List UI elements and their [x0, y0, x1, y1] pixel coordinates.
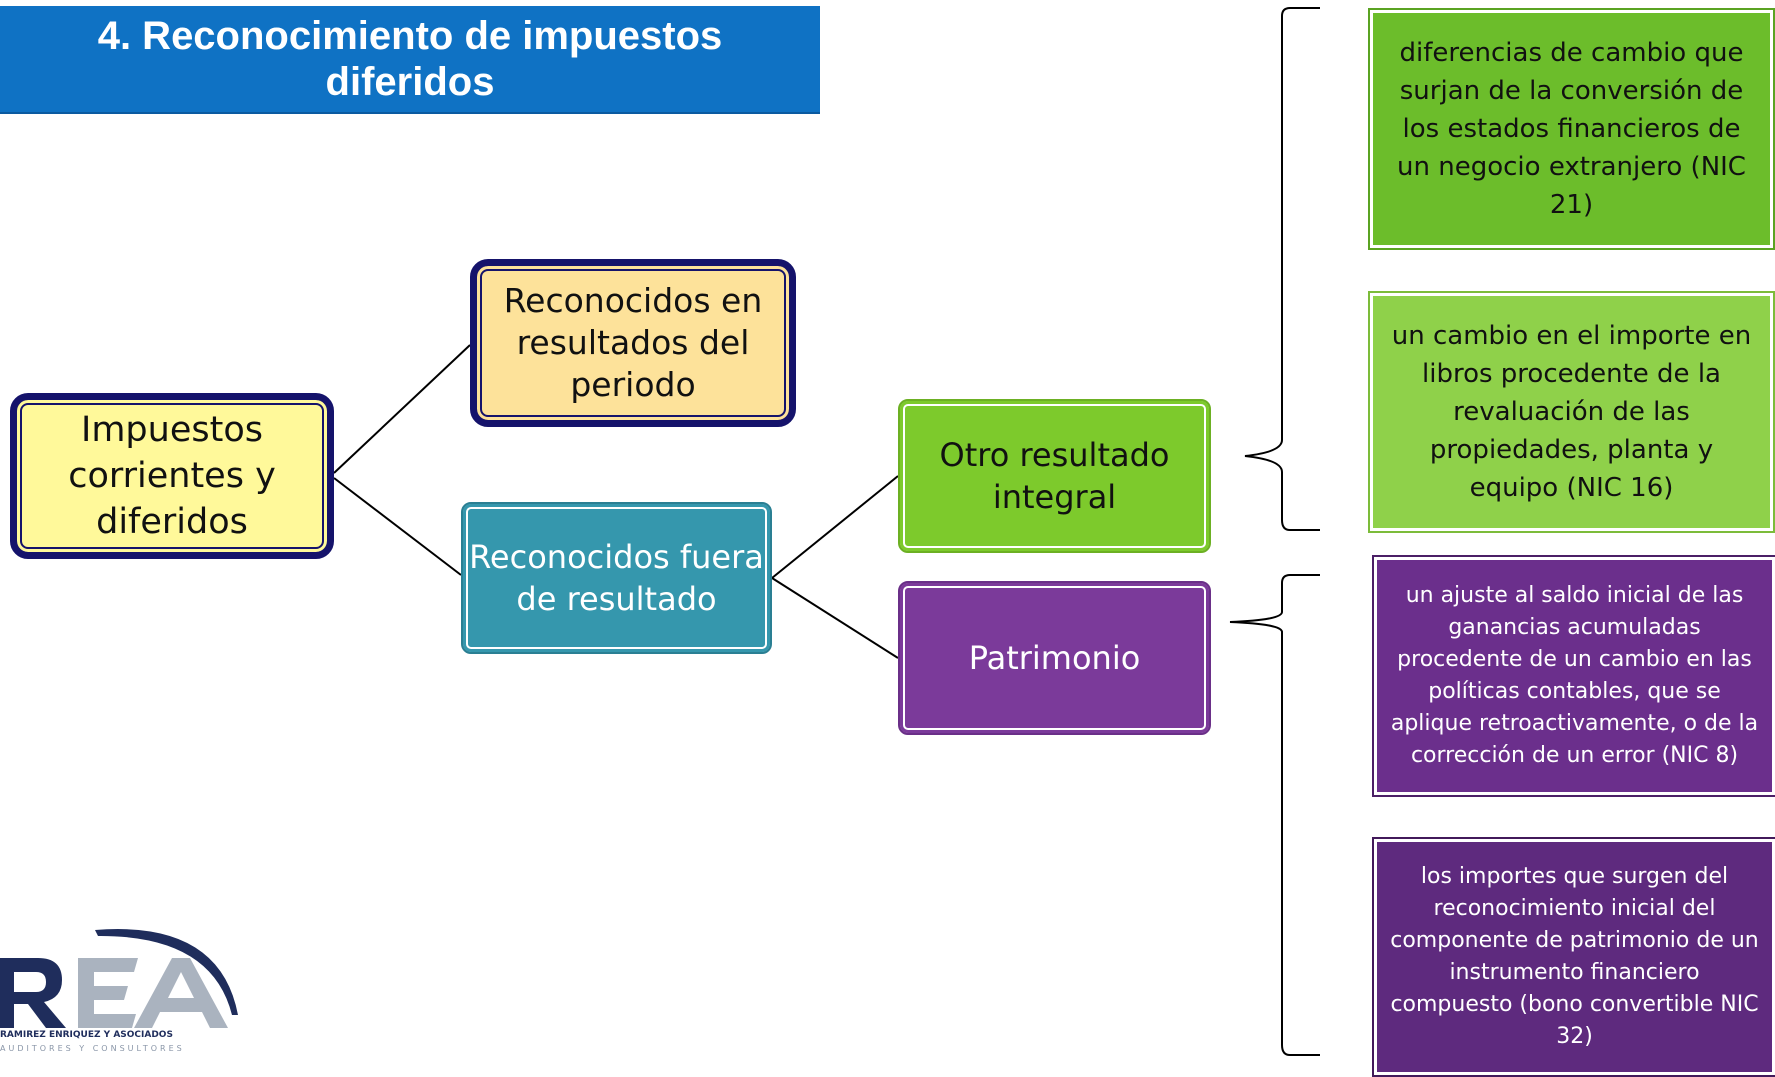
- node-equity: Patrimonio: [898, 581, 1211, 735]
- detail-equity-retained-earnings-adjustment: un ajuste al saldo inicial de las gananc…: [1372, 555, 1775, 797]
- logo-letter-a: [134, 958, 228, 1028]
- node-taxes-current-deferred: Impuestos corrientes y diferidos: [10, 393, 334, 559]
- detail-equity-compound-instrument: los importes que surgen del reconocimien…: [1372, 837, 1775, 1077]
- page-title-text: 4. Reconocimiento de impuestos diferidos: [97, 14, 723, 104]
- node-taxes-current-deferred-label: Impuestos corrientes y diferidos: [68, 410, 276, 542]
- logo-tagline: RAMÍREZ ENRÍQUEZ Y ASOCIADOS: [0, 1030, 173, 1040]
- logo-letter-r: [0, 958, 66, 1028]
- node-other-comprehensive-income-label: Otro resultado integral: [939, 436, 1170, 516]
- brace-equity: [1229, 574, 1320, 1056]
- node-equity-label: Patrimonio: [968, 639, 1141, 677]
- connector-root-to-outside: [333, 477, 462, 576]
- logo-letter-e: [78, 958, 138, 1028]
- detail-oci-revaluation: un cambio en el importe en libros proced…: [1368, 291, 1775, 533]
- connector-outside-to-equity: [771, 577, 899, 659]
- connector-outside-to-oci: [771, 475, 899, 579]
- detail-equity-retained-earnings-adjustment-text: un ajuste al saldo inicial de las gananc…: [1390, 583, 1759, 768]
- node-recognized-outside-results-label: Reconocidos fuera de resultado: [469, 538, 764, 618]
- detail-oci-exchange-differences-text: diferencias de cambio que surjan de la c…: [1397, 38, 1746, 220]
- detail-equity-compound-instrument-text: los importes que surgen del reconocimien…: [1390, 864, 1759, 1049]
- node-recognized-in-results-label: Reconocidos en resultados del periodo: [503, 281, 763, 404]
- detail-oci-revaluation-text: un cambio en el importe en libros proced…: [1391, 321, 1752, 503]
- brace-oci: [1244, 7, 1320, 531]
- node-recognized-in-results: Reconocidos en resultados del periodo: [470, 259, 796, 427]
- connector-root-to-results: [333, 344, 471, 474]
- logo-subtagline: AUDITORES Y CONSULTORES: [0, 1044, 185, 1053]
- node-other-comprehensive-income: Otro resultado integral: [898, 399, 1211, 553]
- node-recognized-outside-results: Reconocidos fuera de resultado: [461, 502, 772, 654]
- rea-logo: [0, 929, 238, 1028]
- detail-oci-exchange-differences: diferencias de cambio que surjan de la c…: [1368, 8, 1775, 250]
- page-title: 4. Reconocimiento de impuestos diferidos: [0, 6, 820, 114]
